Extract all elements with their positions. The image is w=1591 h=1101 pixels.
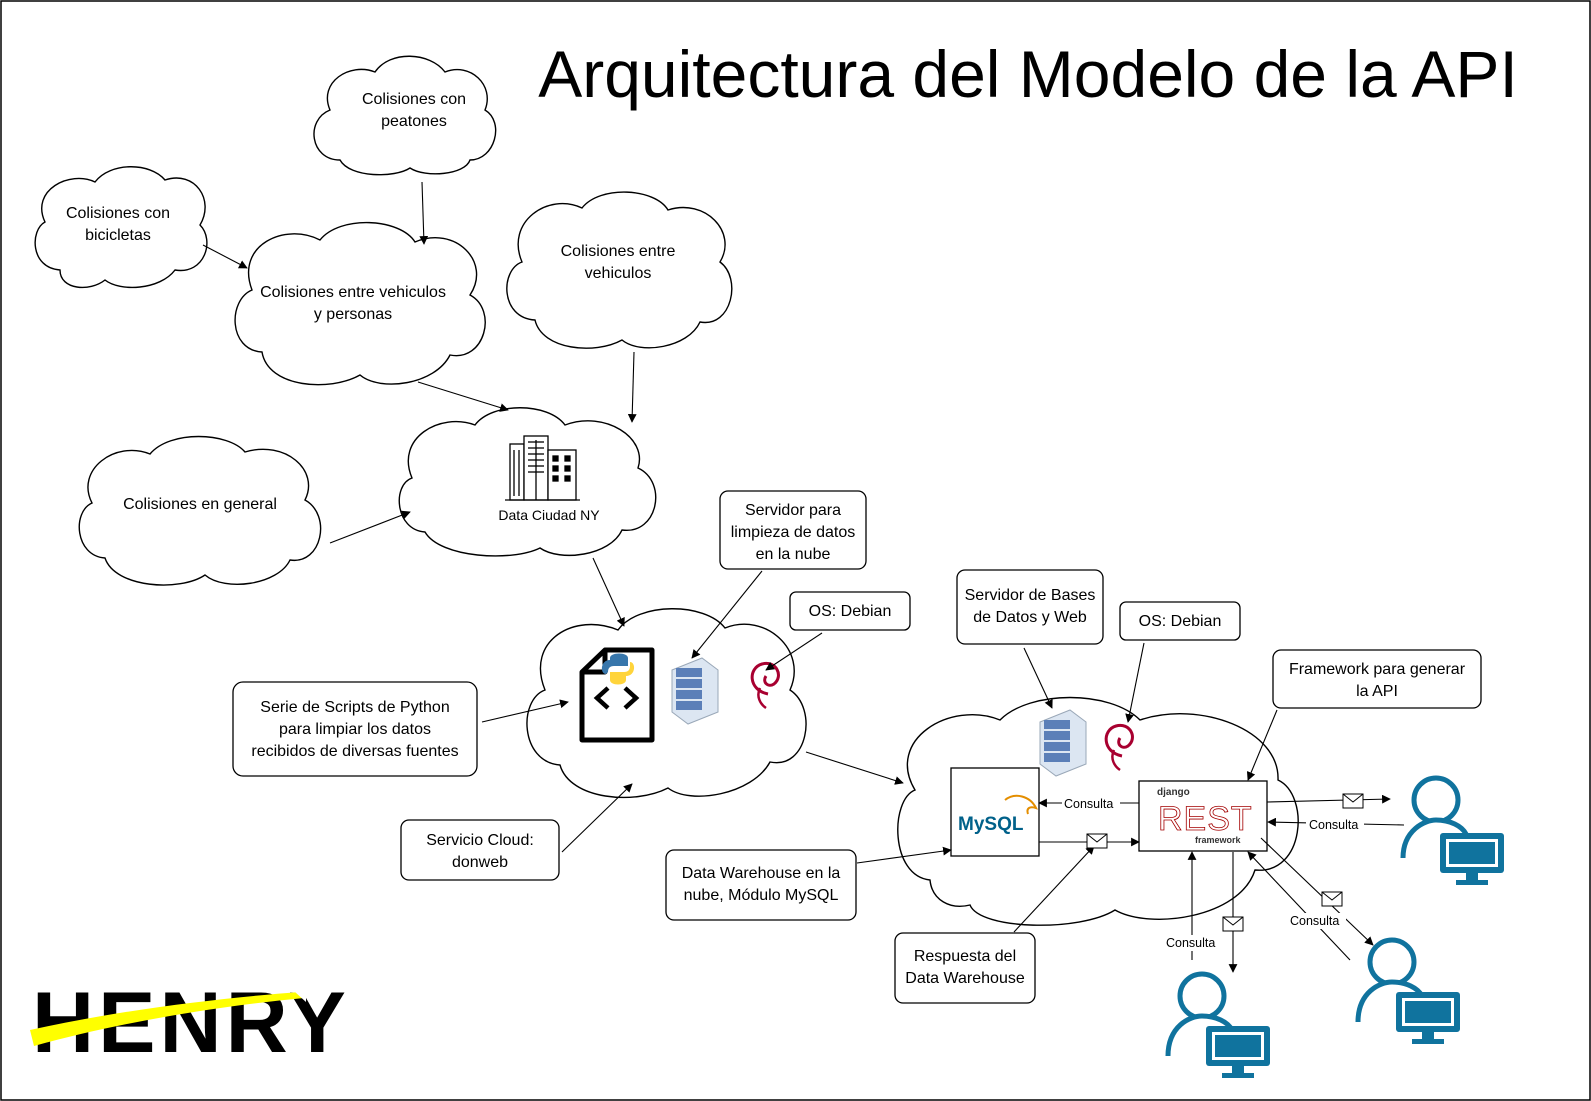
svg-text:Consulta: Consulta <box>1290 914 1339 928</box>
svg-text:Servicio Cloud:: Servicio Cloud: <box>426 832 534 849</box>
envelope-icon-3 <box>1321 891 1343 907</box>
svg-text:limpieza de datos: limpieza de datos <box>731 524 856 541</box>
box-data-warehouse: Data Warehouse en la nube, Módulo MySQL <box>665 849 857 921</box>
box-os-debian-2: OS: Debian <box>1119 601 1241 641</box>
svg-text:MySQL: MySQL <box>958 814 1024 835</box>
svg-text:nube, Módulo MySQL: nube, Módulo MySQL <box>684 887 839 904</box>
cloud-peatones: Colisiones con peatones <box>313 55 497 176</box>
cloud-data-ciudad-ny: Data Ciudad NY <box>398 407 657 557</box>
server-icon <box>671 657 719 725</box>
svg-text:Consulta: Consulta <box>1064 797 1113 811</box>
consulta-labels: Consulta Consulta Consulta Consulta <box>1062 795 1364 951</box>
box-os-debian-1: OS: Debian <box>789 591 911 631</box>
henry-logo: HENRY <box>30 975 346 1071</box>
svg-text:Colisiones entre: Colisiones entre <box>561 243 676 260</box>
svg-text:django: django <box>1157 787 1190 798</box>
box-framework: Framework para generar la API <box>1272 649 1482 709</box>
svg-text:bicicletas: bicicletas <box>85 227 151 244</box>
cloud-general: Colisiones en general <box>78 435 322 586</box>
svg-text:recibidos de diversas fuentes: recibidos de diversas fuentes <box>251 743 458 760</box>
svg-text:en la nube: en la nube <box>756 546 831 563</box>
user-computer-icon-3[interactable] <box>1165 971 1270 1078</box>
svg-text:framework: framework <box>1195 835 1242 845</box>
svg-text:Data Warehouse en la: Data Warehouse en la <box>682 865 841 882</box>
svg-text:Data Warehouse: Data Warehouse <box>905 970 1025 987</box>
box-servicio-cloud: Servicio Cloud: donweb <box>400 819 560 881</box>
svg-text:OS: Debian: OS: Debian <box>809 603 892 620</box>
svg-text:Servidor para: Servidor para <box>745 502 841 519</box>
svg-text:donweb: donweb <box>452 854 508 871</box>
page-title: Arquitectura del Modelo de la API <box>538 37 1518 111</box>
svg-text:Colisiones con: Colisiones con <box>362 91 466 108</box>
svg-text:Servidor de Bases: Servidor de Bases <box>965 587 1096 604</box>
python-script-icon <box>579 647 655 743</box>
svg-text:peatones: peatones <box>381 113 447 130</box>
svg-text:vehiculos: vehiculos <box>585 265 652 282</box>
user-computer-icon-2[interactable] <box>1355 937 1460 1044</box>
cloud-cleaning-server <box>526 608 807 799</box>
django-rest-logo: django REST framework <box>1138 780 1268 852</box>
debian-icon-2 <box>1104 723 1134 772</box>
building-icon <box>505 435 580 501</box>
svg-text:Respuesta del: Respuesta del <box>914 948 1016 965</box>
user-computer-icon[interactable] <box>1400 775 1504 885</box>
mysql-logo: MySQL <box>950 767 1040 857</box>
debian-icon <box>750 661 780 710</box>
svg-text:Data Ciudad NY: Data Ciudad NY <box>498 507 600 523</box>
svg-text:Colisiones con: Colisiones con <box>66 205 170 222</box>
box-servidor-bd: Servidor de Bases de Datos y Web <box>956 569 1104 645</box>
svg-text:para limpiar los datos: para limpiar los datos <box>279 721 431 738</box>
envelope-icon-4 <box>1222 916 1244 932</box>
svg-text:Consulta: Consulta <box>1166 936 1215 950</box>
svg-text:Serie de Scripts de Python: Serie de Scripts de Python <box>260 699 449 716</box>
server-icon-2 <box>1039 709 1087 777</box>
cloud-bicicletas: Colisiones con bicicletas <box>34 166 208 289</box>
svg-text:la API: la API <box>1356 683 1398 700</box>
cloud-entre-vehiculos: Colisiones entre vehiculos <box>506 191 733 349</box>
svg-text:y personas: y personas <box>314 306 392 323</box>
cloud-vehiculos-personas: Colisiones entre vehiculos y personas <box>234 221 486 386</box>
svg-text:OS: Debian: OS: Debian <box>1139 613 1222 630</box>
svg-text:Colisiones entre vehiculos: Colisiones entre vehiculos <box>260 284 446 301</box>
svg-text:Framework para generar: Framework para generar <box>1289 661 1466 678</box>
cloud-db-web-server <box>897 696 1299 926</box>
box-respuesta: Respuesta del Data Warehouse <box>894 932 1036 1004</box>
svg-text:REST: REST <box>1158 800 1253 838</box>
svg-text:de Datos y Web: de Datos y Web <box>973 609 1087 626</box>
box-servidor-limpieza: Servidor para limpieza de datos en la nu… <box>719 490 867 570</box>
svg-text:Consulta: Consulta <box>1309 818 1358 832</box>
envelope-icon-2 <box>1342 793 1364 809</box>
envelope-icon <box>1086 833 1108 849</box>
svg-text:Colisiones en general: Colisiones en general <box>123 496 277 513</box>
box-scripts-python: Serie de Scripts de Python para limpiar … <box>232 681 478 777</box>
